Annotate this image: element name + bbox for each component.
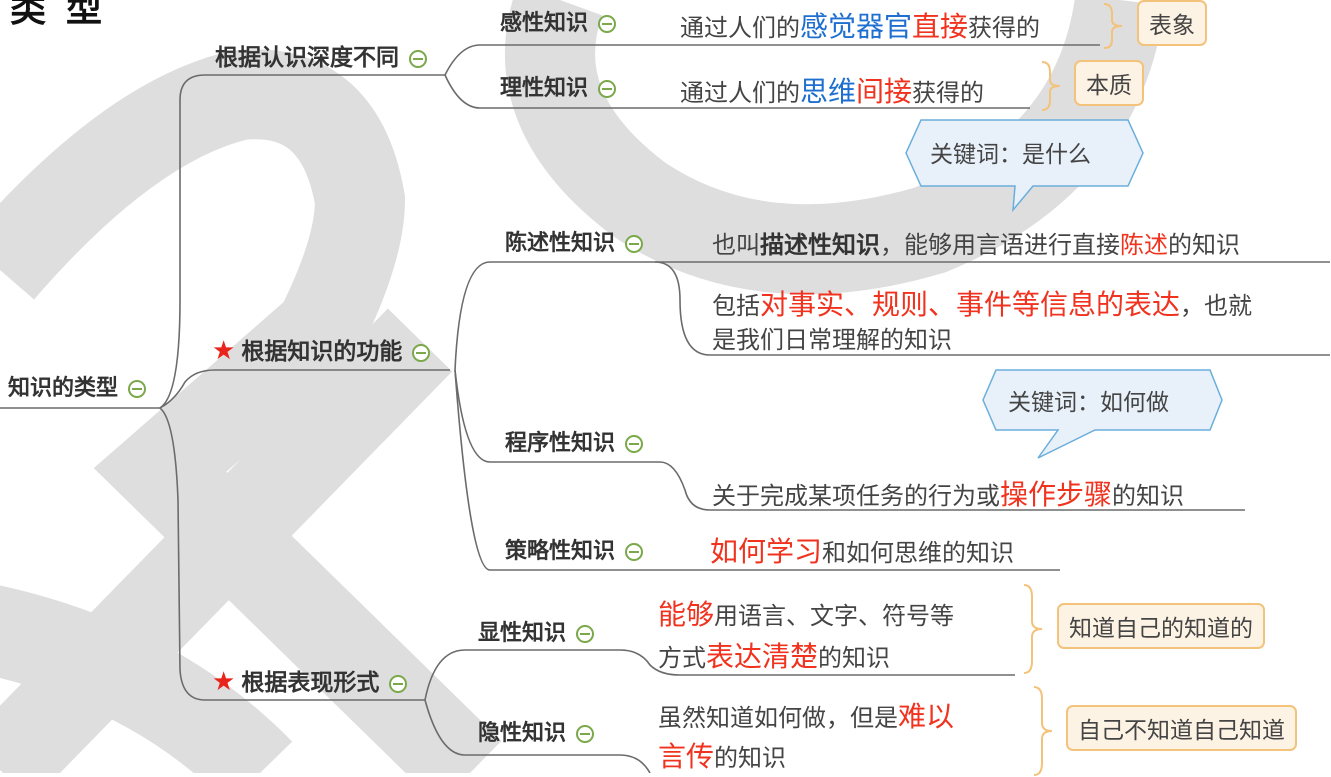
brace-icon: [1023, 584, 1043, 674]
branch-function[interactable]: ★根据知识的功能: [212, 332, 431, 366]
badge-essence: 本质: [1074, 60, 1144, 106]
branch-label: 根据表现形式: [241, 670, 380, 696]
root-topic[interactable]: 知识的类型: [8, 370, 147, 402]
topic-procedural[interactable]: 程序性知识: [505, 425, 644, 457]
topic-explicit[interactable]: 显性知识: [478, 615, 595, 647]
collapse-icon[interactable]: [625, 435, 644, 453]
callout-bubble: [905, 119, 1144, 213]
topic-label: 隐性知识: [478, 721, 567, 746]
branch-form[interactable]: ★根据表现形式: [212, 663, 408, 697]
collapse-icon[interactable]: [128, 380, 147, 398]
desc-tacit-line2: 言传的知识: [658, 740, 787, 773]
desc-explicit-line1: 能够用语言、文字、符号等: [658, 598, 955, 631]
desc-rational: 通过人们的思维间接获得的: [680, 75, 985, 108]
brace-icon: [1041, 61, 1061, 111]
topic-strategic[interactable]: 策略性知识: [505, 533, 644, 565]
collapse-icon[interactable]: [625, 543, 644, 561]
topic-perceptual[interactable]: 感性知识: [500, 5, 617, 37]
collapse-icon[interactable]: [598, 80, 617, 98]
page-title-fragment: 类型: [10, 0, 123, 30]
desc-procedural: 关于完成某项任务的行为或操作步骤的知识: [712, 478, 1185, 511]
topic-rational[interactable]: 理性知识: [500, 70, 617, 102]
collapse-icon[interactable]: [625, 235, 644, 253]
badge-unaware-known: 自己不知道自己知道: [1066, 705, 1297, 751]
desc-declarative-detail: 包括对事实、规则、事件等信息的表达，也就: [712, 288, 1253, 321]
topic-label: 理性知识: [500, 76, 589, 101]
desc-explicit-line2: 方式表达清楚的知识: [658, 640, 891, 673]
star-icon: ★: [212, 667, 236, 697]
badge-appearance: 表象: [1137, 0, 1207, 46]
badge-know-known: 知道自己的知道的: [1057, 603, 1265, 649]
branch-depth[interactable]: 根据认识深度不同: [215, 38, 427, 72]
collapse-icon[interactable]: [598, 15, 617, 33]
topic-label: 策略性知识: [505, 539, 616, 564]
topic-declarative[interactable]: 陈述性知识: [505, 225, 644, 257]
collapse-icon[interactable]: [412, 343, 431, 362]
branch-label: 根据知识的功能: [241, 339, 403, 365]
topic-label: 显性知识: [478, 621, 567, 646]
collapse-icon[interactable]: [576, 625, 595, 643]
desc-perceptual: 通过人们的感觉器官直接获得的: [680, 10, 1041, 43]
desc-strategic: 如何学习和如何思维的知识: [710, 535, 1015, 568]
collapse-icon[interactable]: [389, 674, 408, 693]
desc-declarative-detail-line2: 是我们日常理解的知识: [712, 326, 952, 354]
star-icon: ★: [212, 336, 236, 366]
branch-label: 根据认识深度不同: [215, 45, 399, 71]
brace-icon: [1103, 3, 1123, 49]
callout-bubble: [982, 369, 1223, 459]
callout-keyword-how: 关键词：如何做: [1008, 390, 1169, 416]
topic-label: 程序性知识: [505, 431, 616, 456]
root-label: 知识的类型: [8, 376, 119, 401]
topic-label: 陈述性知识: [505, 231, 616, 256]
collapse-icon[interactable]: [576, 725, 595, 743]
desc-declarative: 也叫描述性知识，能够用言语进行直接陈述的知识: [712, 231, 1240, 259]
callout-keyword-what: 关键词：是什么: [930, 142, 1091, 168]
brace-icon: [1033, 686, 1053, 776]
topic-label: 感性知识: [500, 11, 589, 36]
topic-tacit[interactable]: 隐性知识: [478, 715, 595, 747]
desc-tacit-line1: 虽然知道如何做，但是难以: [658, 700, 955, 733]
collapse-icon[interactable]: [409, 49, 427, 68]
